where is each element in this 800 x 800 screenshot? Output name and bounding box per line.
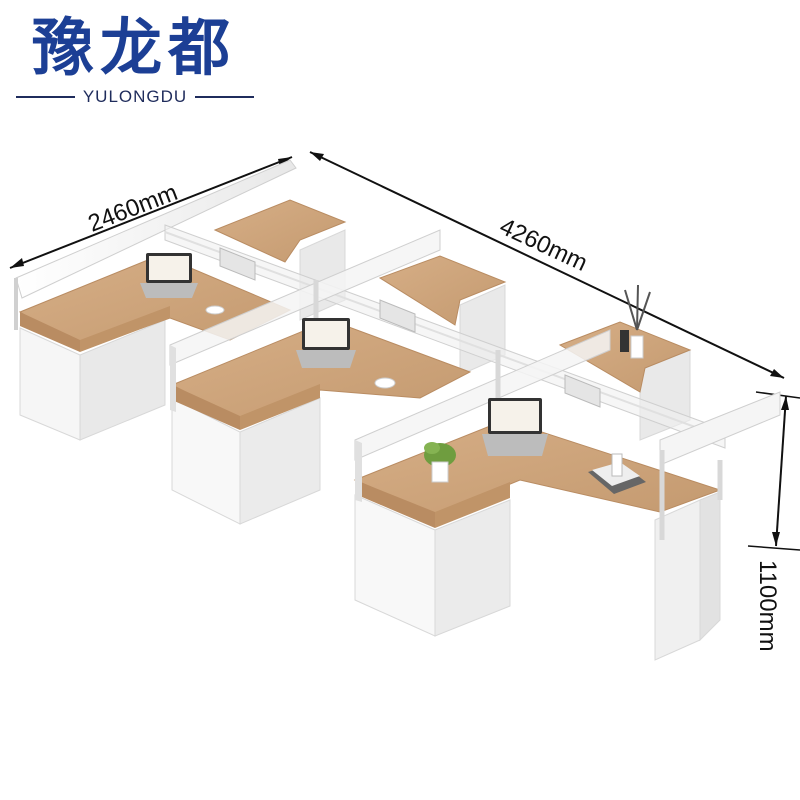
length-label: 4260mm [495, 213, 591, 277]
desk-base-front [171, 397, 721, 661]
coffee-cup-icon [205, 305, 225, 315]
potted-plant-icon [424, 442, 456, 483]
dimension-height: 1100mm [747, 391, 800, 652]
laptop-icon [140, 253, 198, 298]
tray-icon [588, 453, 646, 494]
laptop-icon [296, 318, 356, 368]
vase-icon [620, 284, 651, 359]
dimension-depth: 2460mm [9, 156, 293, 269]
coffee-cup-icon [374, 377, 396, 389]
height-label: 1100mm [754, 560, 781, 652]
brand-subtitle-row: YULONGDU [16, 86, 255, 108]
brand-logo-english: YULONGDU [82, 87, 188, 106]
laptop-icon [482, 398, 548, 456]
back-monitors [219, 247, 601, 408]
brand-divider-right [195, 96, 255, 98]
brand-divider-left [16, 96, 75, 98]
brand-logo-chinese: 豫龙都 [31, 11, 236, 84]
